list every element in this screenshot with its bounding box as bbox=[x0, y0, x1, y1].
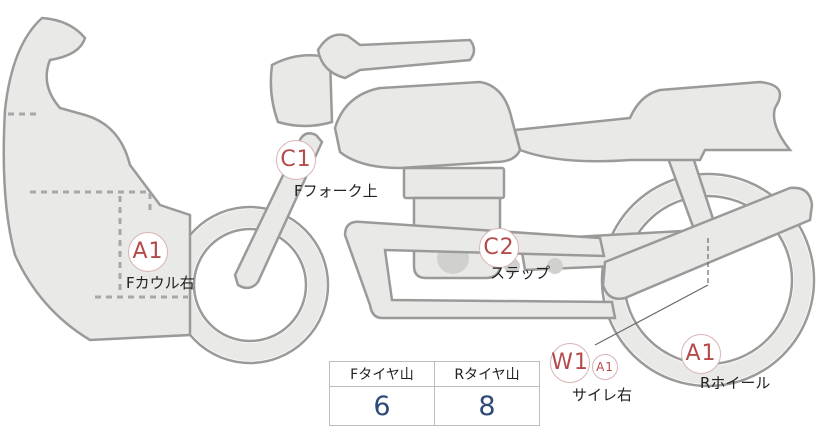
damage-badge-front-cowl[interactable]: A1 bbox=[128, 232, 168, 272]
seat bbox=[513, 80, 793, 163]
exhaust-pipes bbox=[343, 220, 617, 320]
fuel-tank bbox=[333, 80, 522, 170]
damage-label-step: ステップ bbox=[490, 264, 551, 282]
rear-tread-value: 8 bbox=[434, 386, 540, 426]
front-tread-value: 6 bbox=[329, 386, 435, 426]
front-tread-header: Fタイヤ山 bbox=[329, 361, 435, 387]
rear-tread-header: Rタイヤ山 bbox=[434, 361, 540, 387]
damage-badge-muffler[interactable]: W1 bbox=[550, 343, 590, 383]
damage-label-rear-wheel: Rホイール bbox=[700, 374, 771, 392]
handlebar bbox=[316, 33, 476, 80]
damage-label-muffler: サイレ右 bbox=[572, 386, 633, 404]
damage-label-front-cowl: Fカウル右 bbox=[126, 274, 195, 292]
damage-sub-badge-muffler[interactable]: A1 bbox=[592, 354, 618, 380]
tire-tread-table: Fタイヤ山 Rタイヤ山 6 8 bbox=[329, 361, 540, 426]
damage-badge-rear-wheel[interactable]: A1 bbox=[681, 334, 721, 374]
damage-badge-step[interactable]: C2 bbox=[479, 228, 519, 268]
muffler bbox=[601, 186, 814, 300]
headlight bbox=[269, 53, 334, 128]
damage-badge-front-fork[interactable]: C1 bbox=[276, 140, 316, 180]
damage-label-front-fork: Fフォーク上 bbox=[294, 182, 378, 200]
